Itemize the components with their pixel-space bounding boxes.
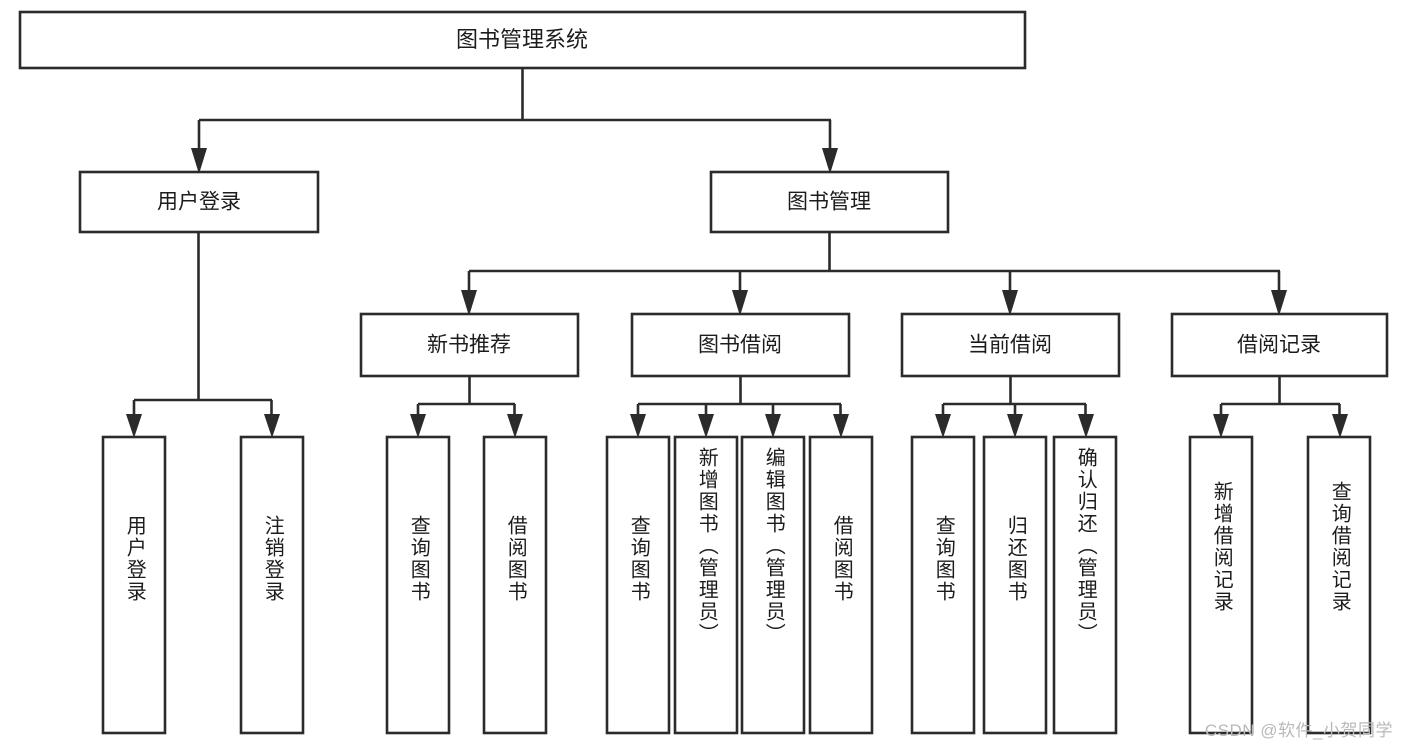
connector-currentborrow-bus [941,376,1087,422]
arrowhead-leaf-confirm-return [1078,414,1094,438]
arrowhead-book-manage [822,148,838,174]
node-user-login-box[interactable] [78,170,320,234]
node-book-borrow[interactable]: 图书借阅 [630,312,851,378]
csdn-watermark: CSDN @软件_小贺同学 [1204,721,1393,740]
connector-newbook-bus [416,376,516,422]
leaf-box-query-book-2[interactable] [605,435,671,735]
node-user-login-label: 用户登录 [157,191,241,214]
leaf-box-borrow-book-2[interactable] [808,435,874,735]
arrowhead-leaf-query-book-2 [630,414,646,438]
connector-root-bus [197,68,832,160]
arrowhead-current-borrow [1002,290,1018,316]
leaf-boxes [101,435,1372,735]
arrowhead-leaf-query-book-1 [410,414,426,438]
arrowhead-leaf-borrow-book-1 [507,414,523,438]
arrowhead-leaf-add-book [698,414,714,438]
node-user-login[interactable]: 用户登录 [78,170,320,234]
leaf-box-confirm-return[interactable] [1052,435,1118,735]
node-new-book-recommend-label: 新书推荐 [427,334,511,357]
leaf-box-return-book[interactable] [982,435,1048,735]
arrowhead-leaf-query-book-3 [935,414,951,438]
arrowhead-leaf-add-record [1213,414,1229,438]
node-book-borrow-box[interactable] [630,312,851,378]
node-book-manage-label: 图书管理 [787,191,871,214]
node-borrow-record[interactable]: 借阅记录 [1170,312,1389,378]
node-book-manage-box[interactable] [709,170,950,234]
arrowhead-leaf-user-login [126,414,142,438]
node-new-book-recommend-box[interactable] [359,312,580,378]
arrowhead-user-login [191,148,207,174]
arrowhead-leaf-logout [264,414,280,438]
node-root[interactable]: 图书管理系统 [18,10,1027,70]
node-current-borrow[interactable]: 当前借阅 [900,312,1121,378]
leaf-box-logout[interactable] [239,435,305,735]
arrowhead-leaf-borrow-book-2 [833,414,849,438]
connector-layer [126,68,1348,438]
connector-userlogin-bus [132,232,273,422]
leaf-box-query-record[interactable] [1306,435,1372,735]
node-borrow-record-label: 借阅记录 [1237,334,1321,357]
arrowhead-book-borrow [732,290,748,316]
leaf-box-add-book[interactable] [673,435,739,735]
arrowhead-leaf-return-book [1007,414,1023,438]
leaf-box-query-book-1[interactable] [385,435,451,735]
arrowhead-new-book-recommend [461,290,477,316]
node-new-book-recommend[interactable]: 新书推荐 [359,312,580,378]
leaf-box-query-book-3[interactable] [910,435,976,735]
node-borrow-record-box[interactable] [1170,312,1389,378]
connector-borrowrecord-bus [1219,376,1341,422]
connector-bookmanage-bus [467,232,1281,298]
node-current-borrow-label: 当前借阅 [968,334,1052,357]
arrowhead-leaf-edit-book [765,414,781,438]
node-root-label: 图书管理系统 [456,27,588,52]
leaf-box-user-login[interactable] [101,435,167,735]
node-book-manage[interactable]: 图书管理 [709,170,950,234]
node-book-borrow-label: 图书借阅 [698,334,782,357]
leaf-box-add-record[interactable] [1188,435,1254,735]
node-root-box[interactable] [18,10,1027,70]
connector-bookborrow-bus [636,376,842,422]
arrowhead-leaf-query-record [1332,414,1348,438]
arrowhead-borrow-record [1271,290,1287,316]
leaf-box-edit-book[interactable] [740,435,806,735]
leaf-box-borrow-book-1[interactable] [482,435,548,735]
node-current-borrow-box[interactable] [900,312,1121,378]
